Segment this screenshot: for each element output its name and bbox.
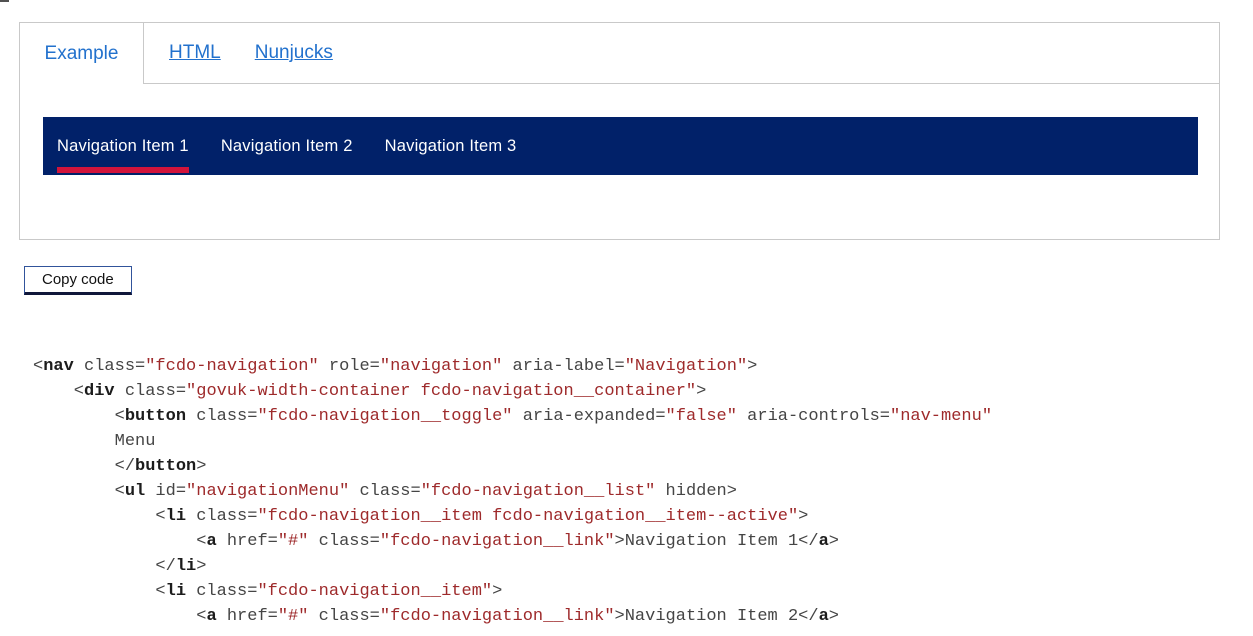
tab-link-html[interactable]: HTML xyxy=(169,42,221,63)
demo-nav-item-label: Navigation Item 1 xyxy=(57,136,189,155)
demo-nav-item[interactable]: Navigation Item 2 xyxy=(221,117,353,175)
demo-nav-item[interactable]: Navigation Item 3 xyxy=(385,117,517,175)
demo-navigation-bar: Navigation Item 1 Navigation Item 2 Naviga… xyxy=(43,117,1198,175)
code-line: <div class="govuk-width-container fcdo-n… xyxy=(33,382,707,401)
code-line: Menu xyxy=(33,432,156,451)
code-line: <ul id="navigationMenu" class="fcdo-navi… xyxy=(33,482,737,501)
demo-nav-item[interactable]: Navigation Item 1 xyxy=(57,117,189,175)
tab-strip-divider xyxy=(144,83,1219,84)
code-line: <button class="fcdo-navigation__toggle" … xyxy=(33,407,993,426)
tab-example[interactable]: Example xyxy=(19,22,144,84)
code-line: <li class="fcdo-navigation__item fcdo-na… xyxy=(33,507,809,526)
demo-navigation-list: Navigation Item 1 Navigation Item 2 Naviga… xyxy=(43,117,1198,175)
code-line: <a href="#" class="fcdo-navigation__link… xyxy=(33,532,839,551)
tab-example-label: Example xyxy=(44,42,119,64)
code-line: <a href="#" class="fcdo-navigation__link… xyxy=(33,607,839,626)
code-line: <nav class="fcdo-navigation" role="navig… xyxy=(33,357,758,376)
tab-link-nunjucks[interactable]: Nunjucks xyxy=(254,42,333,63)
active-item-underline xyxy=(57,167,189,173)
code-line: <li class="fcdo-navigation__item"> xyxy=(33,582,503,601)
demo-nav-item-label: Navigation Item 2 xyxy=(220,136,353,155)
top-left-fragment xyxy=(0,0,9,2)
copy-code-button[interactable]: Copy code xyxy=(24,266,132,295)
code-line: </button> xyxy=(33,457,207,476)
tab-links: HTML Nunjucks xyxy=(144,23,1219,83)
code-block: <nav class="fcdo-navigation" role="navig… xyxy=(33,354,992,629)
demo-nav-item-label: Navigation Item 3 xyxy=(384,136,517,155)
code-line: </li> xyxy=(33,557,207,576)
